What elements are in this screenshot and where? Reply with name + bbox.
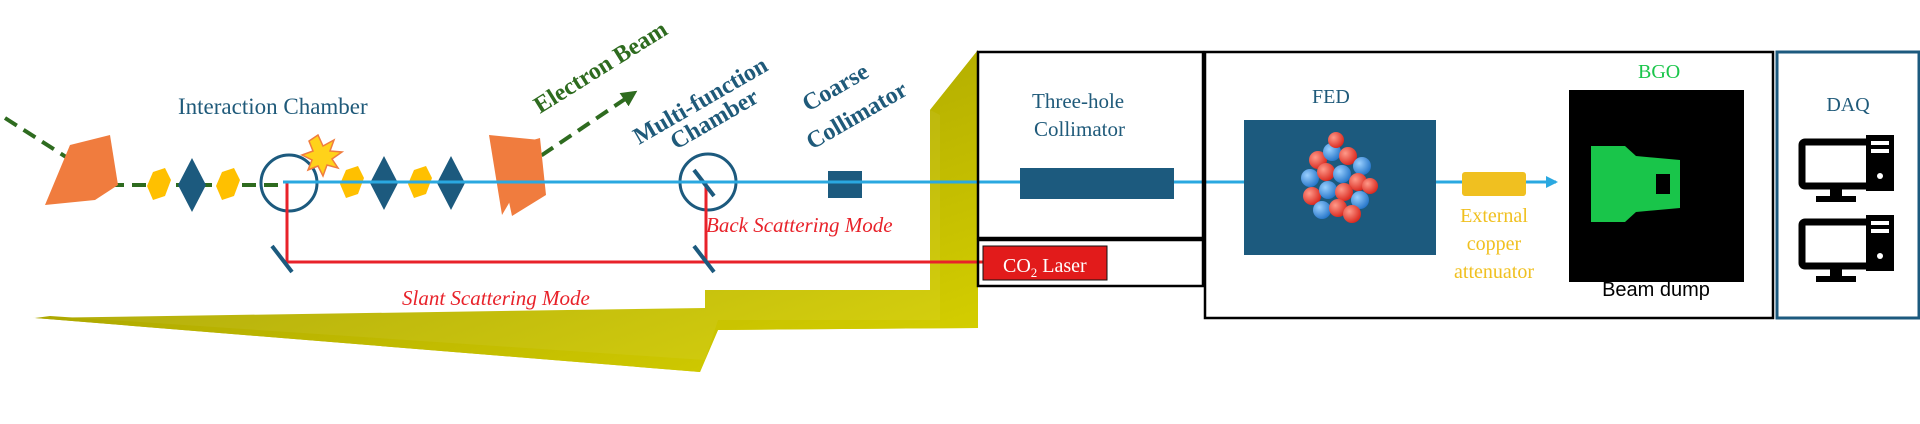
hex-element: [216, 168, 240, 200]
electron-beam-label: Electron Beam: [529, 16, 672, 119]
attenuator-label-line3: attenuator: [1454, 261, 1534, 283]
mirror: [270, 244, 294, 274]
co2-laser-label: CO2 Laser: [1003, 255, 1087, 280]
nucleus-icon: [1301, 132, 1378, 223]
daq-label: DAQ: [1826, 94, 1870, 116]
co2-laser: [982, 245, 1108, 281]
fed-label: FED: [1312, 86, 1350, 108]
detector-enclosure: [1203, 50, 1775, 320]
collimator-enclosure: [976, 50, 1205, 240]
dipole-magnet-right-body: [498, 138, 546, 216]
mirror: [692, 244, 716, 274]
desktop-computer-icon: [1798, 215, 1894, 282]
dipole-magnet-left: [45, 135, 118, 205]
copper-attenuator: [1462, 172, 1526, 196]
slant-scattering-label: Slant Scattering Mode: [402, 286, 590, 310]
desktop-computer-icon: [1798, 135, 1894, 202]
three-hole-label-line2: Collimator: [1034, 117, 1125, 141]
shielding-wall: [32, 50, 978, 372]
quad-diamond: [178, 158, 206, 212]
three-hole-label-line1: Three-hole: [1032, 89, 1124, 113]
hex-element: [147, 168, 171, 200]
interaction-chamber-label: Interaction Chamber: [178, 94, 368, 119]
laser-path: [285, 182, 983, 264]
daq-enclosure: [1775, 50, 1920, 320]
collision-flash-icon: [300, 133, 345, 178]
attenuator-label-line1: External: [1460, 205, 1528, 227]
attenuator-label-line2: copper: [1467, 233, 1522, 255]
beam-dump-label: Beam dump: [1602, 279, 1710, 301]
back-scattering-label: Back Scattering Mode: [706, 213, 893, 237]
laser-enclosure: [976, 238, 1205, 288]
bgo-label: BGO: [1638, 61, 1680, 83]
bgo-detector: [1591, 146, 1680, 222]
coarse-collimator: [828, 171, 862, 198]
three-hole-collimator: [1020, 168, 1174, 199]
